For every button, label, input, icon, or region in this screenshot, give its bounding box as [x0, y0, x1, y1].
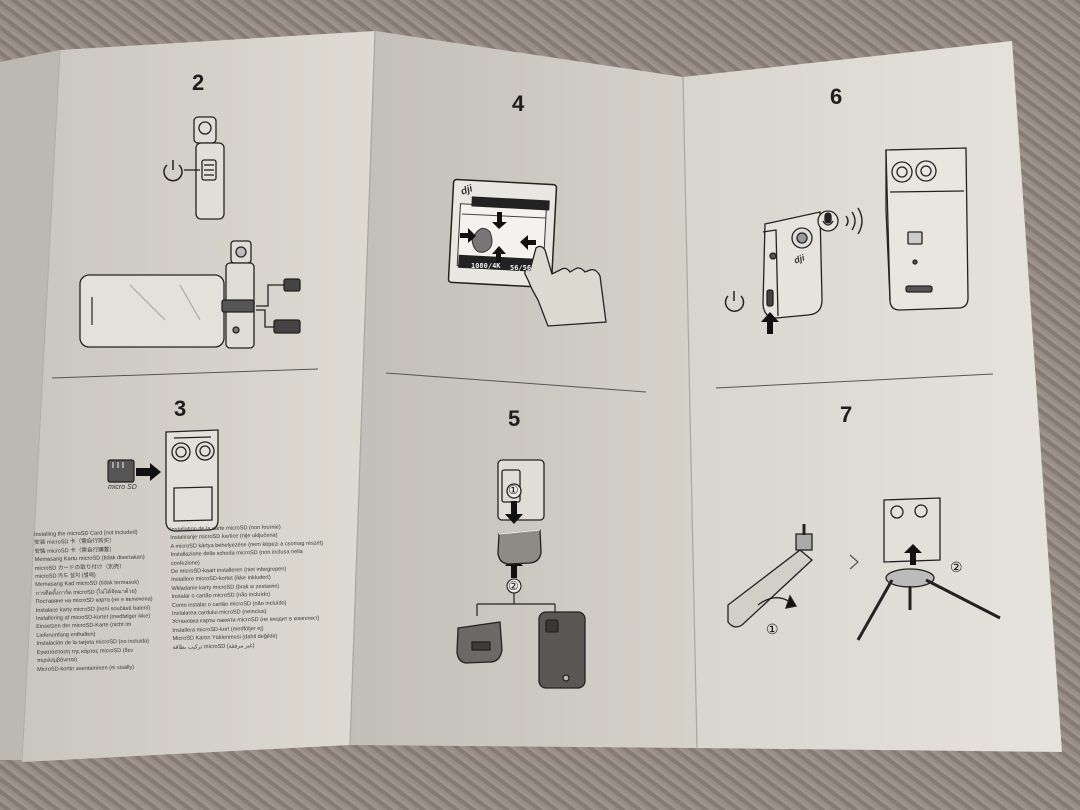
arrow-icon: [904, 544, 922, 565]
step-number-6: 6: [830, 84, 843, 109]
callout-2-step7: ②: [950, 559, 963, 575]
instructions-column-2: Installation de la carte microSD (non fo…: [170, 522, 333, 652]
panel-far-left: [0, 50, 60, 760]
step3-camera-back: [165, 429, 219, 532]
tripod-with-camera-illustration: [856, 497, 1001, 641]
lens-cap-illustration: [497, 529, 542, 565]
step-number-4: 4: [512, 91, 525, 116]
branch-connector: [476, 593, 556, 616]
chevron-right-icon: [849, 554, 859, 570]
arrow-icon: [136, 463, 161, 481]
fold-line: [21, 49, 61, 763]
wireless-waves-icon: [845, 207, 863, 235]
panel-left: [22, 31, 375, 762]
arrow-icon: [761, 312, 779, 334]
step2-camera-illustration: [184, 116, 225, 220]
mic-transmitter-illustration: [762, 211, 823, 319]
hand-icon: [524, 245, 607, 327]
callout-1-step7: ①: [766, 621, 779, 637]
step4-touchscreen: [447, 178, 558, 289]
charging-case-illustration: [456, 611, 586, 689]
fold-line: [682, 76, 698, 749]
panel-right: [683, 41, 1062, 752]
panel-middle: [350, 31, 697, 748]
microphone-icon: [817, 210, 839, 232]
divider-middle: [385, 372, 647, 393]
receiver-device-illustration: [885, 147, 969, 311]
step-number-2: 2: [192, 70, 205, 95]
power-icon: [163, 160, 183, 182]
step-number-7: 7: [840, 402, 853, 427]
microsd-logo: micro SD: [108, 484, 137, 491]
phone-illustration: [79, 274, 225, 348]
fold-line: [349, 30, 376, 746]
step5-camera-bottom: [497, 459, 545, 521]
callout-1-step5: ①: [508, 483, 519, 497]
microsd-card-icon: [107, 459, 135, 483]
resolution-readout: 1080/4K: [471, 262, 501, 270]
divider-right: [715, 373, 994, 389]
divider-left: [51, 368, 319, 379]
power-icon: [724, 291, 745, 312]
step-number-5: 5: [508, 406, 521, 431]
tripod-icon: [727, 524, 813, 628]
step-number-3: 3: [174, 396, 187, 421]
instructions-column-1: Installing the microSD Card (not include…: [34, 528, 165, 674]
counter-readout: 56/56: [510, 264, 532, 272]
callout-2-step5: ②: [508, 579, 519, 593]
camera-adapter-illustration: [221, 240, 301, 349]
